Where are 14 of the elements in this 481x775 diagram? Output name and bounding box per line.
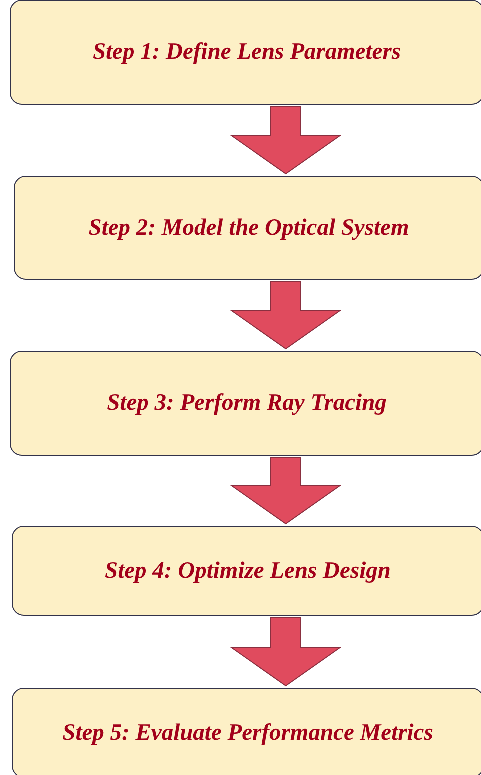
process-box xyxy=(12,688,481,775)
block-arrow xyxy=(230,458,342,525)
block-arrow xyxy=(230,618,342,687)
process-box xyxy=(14,176,481,280)
step-label: Step 2: Model the Optical System xyxy=(88,214,410,242)
step-label: Step 4: Optimize Lens Design xyxy=(105,558,391,584)
process-box xyxy=(12,526,481,616)
step-label: Step 3: Perform Ray Tracing xyxy=(107,390,387,417)
step-label: Step 1: Define Lens Parameters xyxy=(92,39,402,66)
step-label: Step 5: Evaluate Performance Metrics xyxy=(62,720,434,746)
block-arrow xyxy=(230,282,342,350)
process-box xyxy=(10,351,481,456)
block-arrow xyxy=(230,106,342,175)
process-box xyxy=(10,0,481,105)
